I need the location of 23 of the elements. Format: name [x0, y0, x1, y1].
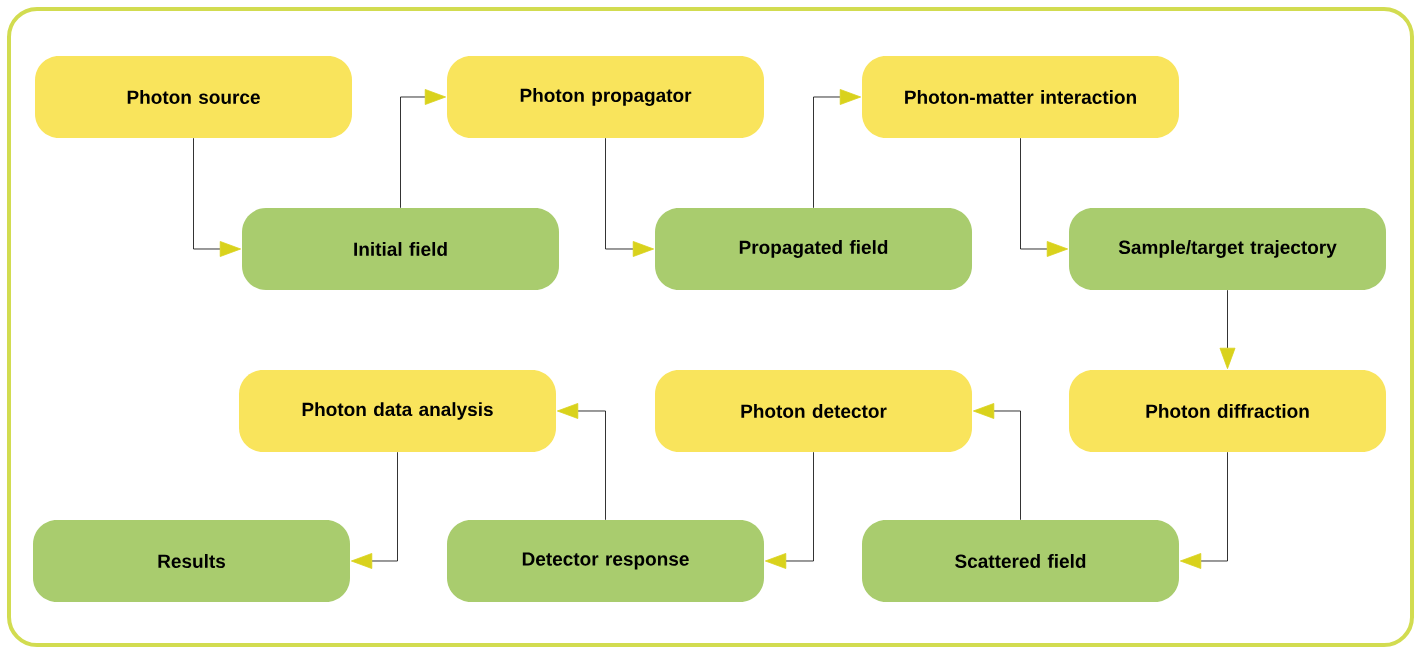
data-box: Results: [33, 520, 350, 602]
process-box: Photon data analysis: [239, 370, 556, 452]
arrow: [557, 403, 606, 521]
arrow: [973, 403, 1021, 521]
process-box: Photon-matter interaction: [862, 56, 1179, 138]
arrow: [351, 451, 398, 569]
data-box: Propagated field: [655, 208, 972, 290]
arrow: [400, 89, 447, 209]
arrow: [605, 137, 655, 257]
process-box: Photon propagator: [447, 56, 764, 138]
arrow: [1020, 137, 1069, 257]
process-box: Photon detector: [655, 370, 972, 452]
data-box: Sample/target trajectory: [1069, 208, 1386, 290]
arrow: [813, 89, 862, 209]
arrow: [765, 451, 814, 569]
arrow: [193, 137, 242, 257]
data-box: Detector response: [447, 520, 764, 602]
process-box: Photon source: [35, 56, 352, 138]
process-box: Photon diffraction: [1069, 370, 1386, 452]
data-box: Initial field: [242, 208, 559, 290]
data-box: Scattered field: [862, 520, 1179, 602]
arrow: [1180, 451, 1228, 569]
arrow: [1219, 289, 1236, 370]
